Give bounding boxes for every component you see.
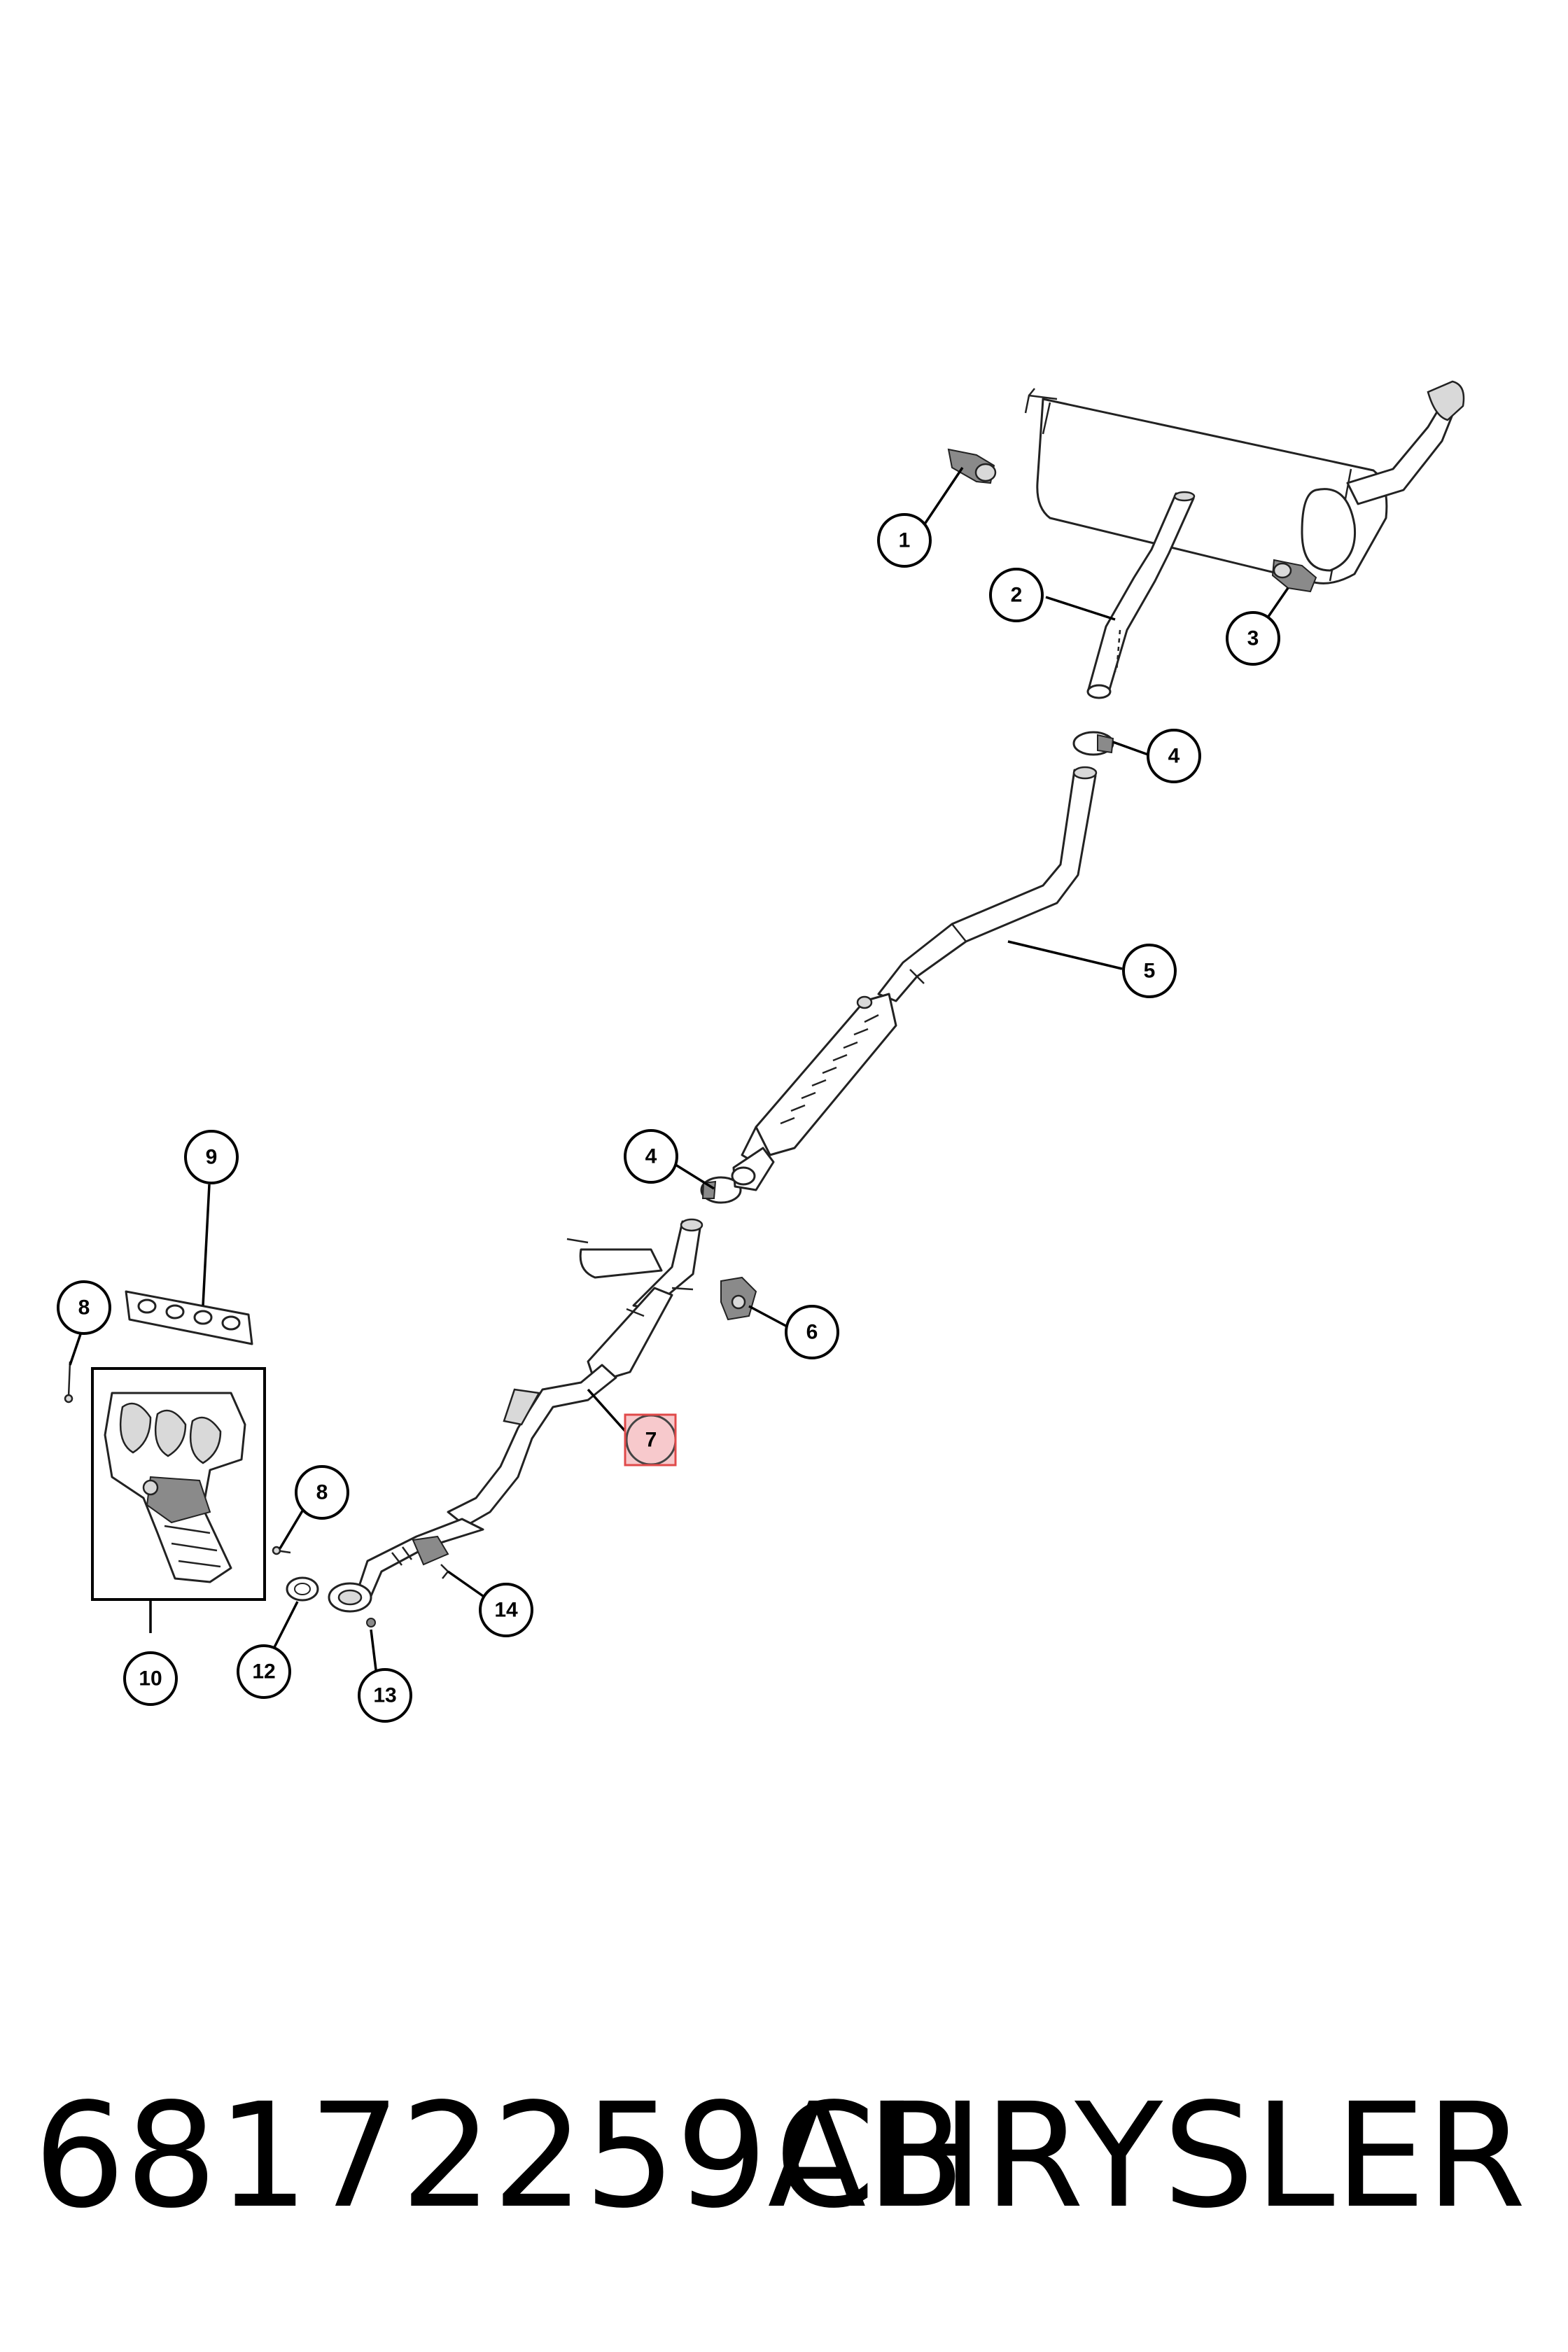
- callout-6-label: 6: [806, 1321, 818, 1344]
- clamp-4-upper: [1072, 731, 1114, 756]
- footer: 68172259AB CHRYSLER: [0, 2072, 1568, 2240]
- isolator-3: [1271, 559, 1317, 593]
- callout-8-right[interactable]: 8: [295, 1465, 349, 1520]
- callout-8-left-label: 8: [78, 1296, 90, 1320]
- callout-8-left[interactable]: 8: [57, 1280, 111, 1335]
- brand-name: CHRYSLER: [774, 2072, 1526, 2240]
- intermediate-pipe-2: [1086, 491, 1196, 699]
- isolator-1: [947, 448, 997, 484]
- callout-6[interactable]: 6: [785, 1305, 839, 1359]
- callout-5[interactable]: 5: [1122, 944, 1177, 998]
- front-pipe-7: [328, 1218, 704, 1613]
- callout-13[interactable]: 13: [358, 1668, 412, 1723]
- callout-3[interactable]: 3: [1226, 611, 1280, 666]
- callout-4-upper-label: 4: [1168, 745, 1180, 768]
- callout-7-label: 7: [645, 1429, 657, 1452]
- rear-muffler: [1024, 380, 1465, 584]
- callout-2[interactable]: 2: [989, 568, 1044, 622]
- manifold-gasket-9: [125, 1290, 253, 1345]
- callout-4-upper[interactable]: 4: [1147, 729, 1201, 783]
- center-pipe-5: [731, 766, 1098, 1191]
- callout-14[interactable]: 14: [479, 1583, 533, 1637]
- callout-1-label: 1: [899, 529, 911, 552]
- callout-10-label: 10: [139, 1667, 162, 1690]
- manifold-converter-10: [91, 1367, 266, 1601]
- callout-12-label: 12: [252, 1660, 275, 1684]
- callout-13-label: 13: [373, 1684, 396, 1707]
- gasket-12: [286, 1576, 319, 1602]
- exhaust-system-diagram: 1 2 3 4 5 4 6 7 9 8 8 14: [57, 380, 1465, 1723]
- callout-9[interactable]: 9: [184, 1130, 239, 1184]
- callout-4-lower-label: 4: [645, 1145, 657, 1168]
- callout-7[interactable]: 7: [624, 1413, 677, 1466]
- callout-5-label: 5: [1144, 960, 1156, 983]
- callout-4-lower[interactable]: 4: [624, 1129, 678, 1184]
- callout-8-right-label: 8: [316, 1481, 328, 1504]
- callout-14-label: 14: [494, 1599, 518, 1622]
- part-number: 68172259AB: [34, 2072, 965, 2240]
- callout-10[interactable]: 10: [123, 1651, 178, 1706]
- bracket-6: [720, 1276, 757, 1321]
- callout-9-label: 9: [206, 1146, 218, 1169]
- nut-13: [366, 1618, 376, 1628]
- clip-14: [440, 1564, 449, 1579]
- callout-12[interactable]: 12: [237, 1644, 291, 1699]
- callout-2-label: 2: [1011, 584, 1023, 607]
- callout-3-label: 3: [1247, 627, 1259, 650]
- callout-1[interactable]: 1: [877, 513, 932, 568]
- clamp-4-lower: [700, 1176, 742, 1204]
